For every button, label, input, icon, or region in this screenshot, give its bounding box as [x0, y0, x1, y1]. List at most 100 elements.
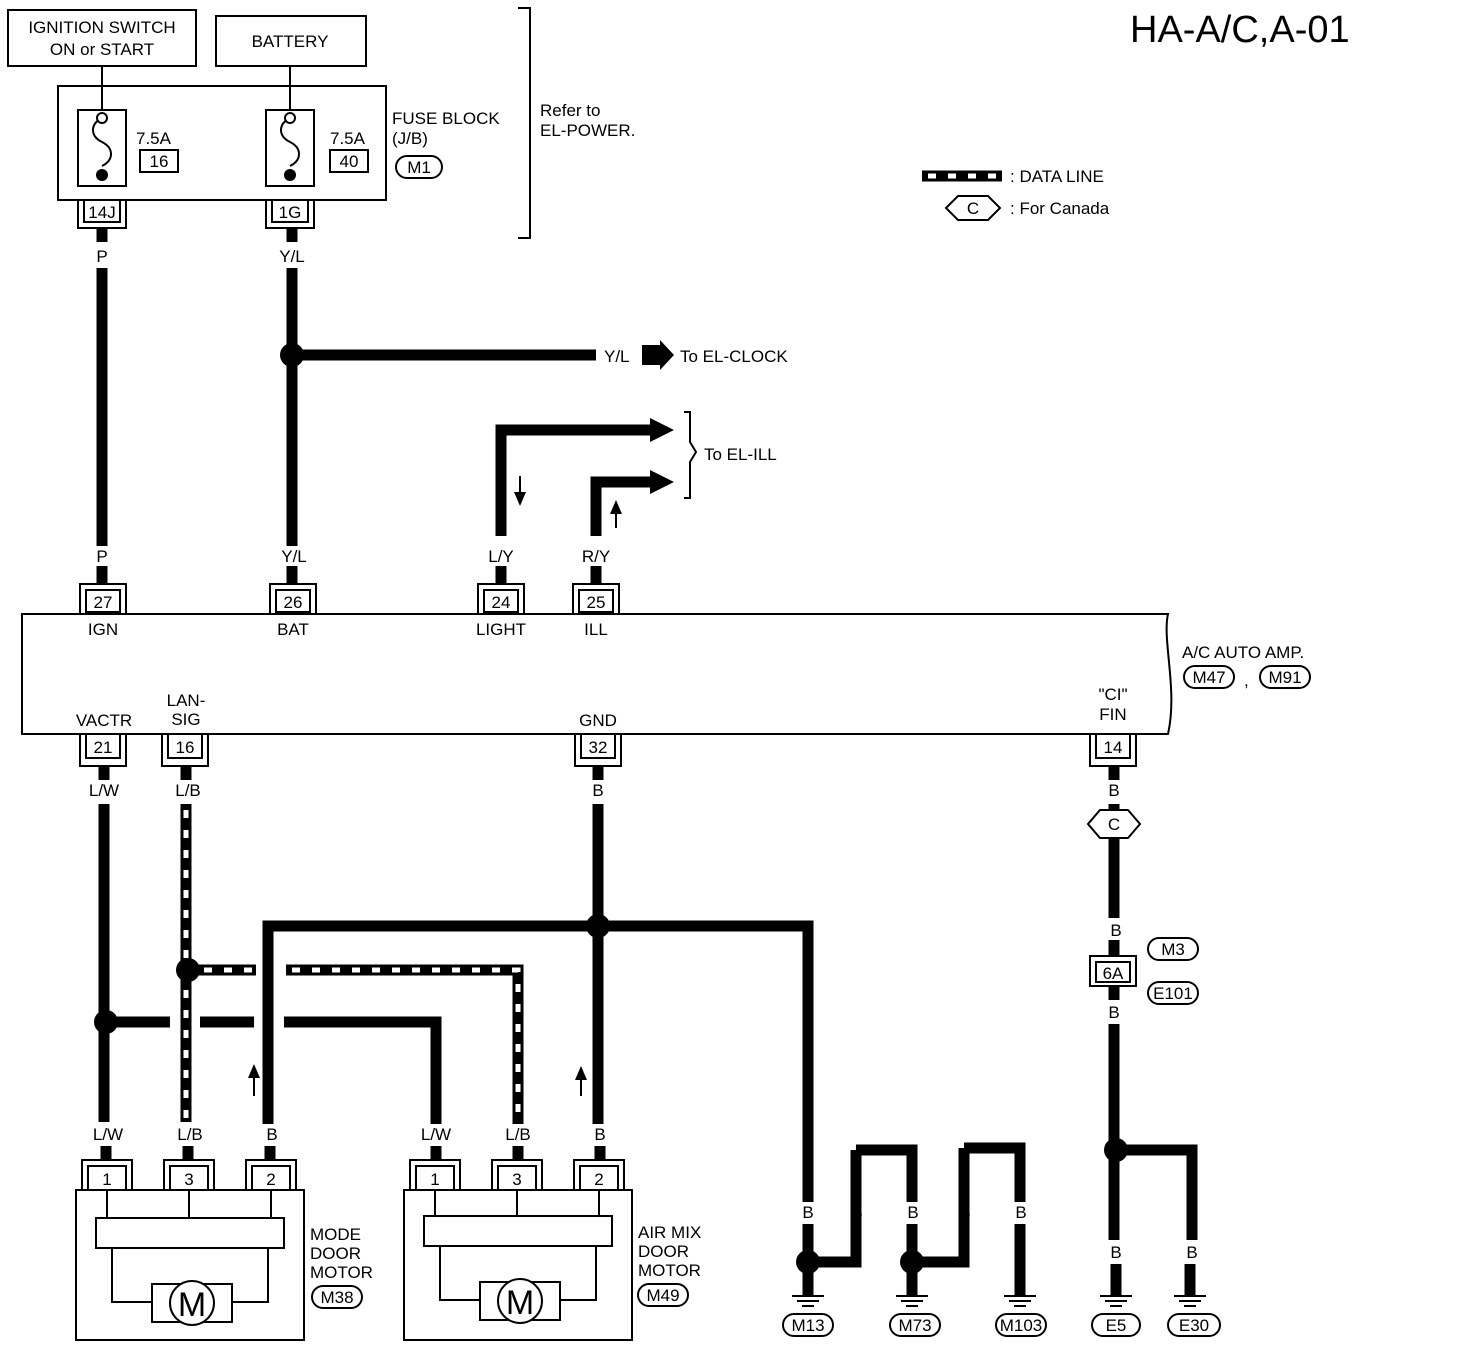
ground-e5: E5 — [1106, 1316, 1127, 1335]
ground-m103: M103 — [1000, 1316, 1043, 1335]
ignition-label-1: IGNITION SWITCH — [28, 18, 175, 37]
amp-conn-1: M47 — [1192, 668, 1225, 687]
fuse-right-num: 40 — [340, 152, 359, 171]
svg-text:VACTR: VACTR — [76, 711, 132, 730]
svg-text:B: B — [959, 1203, 970, 1222]
canada-connector-symbol: C — [1108, 815, 1120, 834]
ground-m13: M13 — [791, 1316, 824, 1335]
svg-text:LIGHT: LIGHT — [476, 620, 526, 639]
fuse-left-amp: 7.5A — [136, 129, 172, 148]
svg-text:Y/L: Y/L — [604, 347, 630, 366]
arrow-down-icon — [514, 492, 526, 506]
svg-text:IGN: IGN — [88, 620, 118, 639]
svg-text:B: B — [594, 1125, 605, 1144]
svg-text:FIN: FIN — [1099, 705, 1126, 724]
svg-text:SIG: SIG — [171, 710, 200, 729]
svg-text:Y/L: Y/L — [279, 247, 305, 266]
term-14j: 14J — [88, 203, 115, 222]
airmix-motor-connector: M49 — [646, 1286, 679, 1305]
refer-label-1: Refer to — [540, 101, 600, 120]
legend-canada: : For Canada — [1010, 199, 1110, 218]
ac-auto-amp — [21, 613, 1173, 735]
mode-motor-connector: M38 — [320, 1288, 353, 1307]
svg-text:B: B — [592, 781, 603, 800]
arrow-up-icon — [610, 500, 622, 514]
svg-text:B: B — [266, 1125, 277, 1144]
svg-text:DOOR: DOOR — [638, 1242, 689, 1261]
motor-symbol: M — [506, 1284, 534, 1322]
svg-text:AIR MIX: AIR MIX — [638, 1223, 701, 1242]
svg-text:B: B — [1110, 921, 1121, 940]
svg-text:14: 14 — [1104, 738, 1123, 757]
svg-text:L/B: L/B — [175, 781, 201, 800]
svg-text:LAN-: LAN- — [167, 691, 206, 710]
svg-text:DOOR: DOOR — [310, 1244, 361, 1263]
legend-canada-symbol: C — [967, 199, 979, 218]
svg-text:P: P — [96, 547, 107, 566]
svg-text:,: , — [1244, 671, 1249, 690]
arrow-right-icon — [650, 470, 674, 494]
motor-symbol: M — [178, 1286, 206, 1324]
arrow-right-icon — [650, 418, 674, 442]
ignition-switch-box — [7, 9, 197, 67]
svg-text:3: 3 — [184, 1170, 193, 1189]
svg-text:MOTOR: MOTOR — [310, 1263, 373, 1282]
ignition-label-2: ON or START — [50, 40, 154, 59]
svg-text:26: 26 — [284, 593, 303, 612]
svg-text:3: 3 — [512, 1170, 521, 1189]
svg-text:B: B — [851, 1203, 862, 1222]
svg-text:B: B — [802, 1203, 813, 1222]
svg-text:27: 27 — [94, 593, 113, 612]
svg-text:ILL: ILL — [584, 620, 608, 639]
svg-text:Y/L: Y/L — [281, 547, 307, 566]
arrow-up-icon — [575, 1066, 587, 1080]
fuse-block-connector: M1 — [407, 158, 431, 177]
arrow-up-icon — [248, 1064, 260, 1078]
svg-text:L/Y: L/Y — [488, 547, 514, 566]
battery-label: BATTERY — [252, 32, 329, 51]
svg-text:1: 1 — [102, 1170, 111, 1189]
canada-conn-bottom: E101 — [1153, 984, 1193, 1003]
ref-el-ill: To EL-ILL — [704, 445, 777, 464]
canada-conn-top: M3 — [1161, 940, 1185, 959]
fuse-right-icon — [280, 117, 300, 167]
fuse-right-amp: 7.5A — [330, 129, 366, 148]
fuse-block-label-1: FUSE BLOCK — [392, 109, 500, 128]
arrow-right-icon — [642, 340, 674, 370]
svg-text:L/W: L/W — [93, 1125, 123, 1144]
amp-top-pins: 27 IGN 26 BAT 24 LIGHT 25 ILL — [79, 583, 620, 639]
svg-text:B: B — [1110, 1243, 1121, 1262]
mode-door-motor: 1 3 2 M — [75, 1159, 305, 1341]
fuse-left-num: 16 — [150, 152, 169, 171]
svg-text:L/W: L/W — [421, 1125, 451, 1144]
svg-text:B: B — [1015, 1203, 1026, 1222]
svg-text:24: 24 — [492, 593, 511, 612]
amp-name: A/C AUTO AMP. — [1182, 643, 1304, 662]
svg-text:21: 21 — [94, 738, 113, 757]
svg-text:L/B: L/B — [505, 1125, 531, 1144]
svg-text:"CI": "CI" — [1098, 685, 1127, 704]
ref-el-clock: To EL-CLOCK — [680, 347, 788, 366]
svg-text:2: 2 — [266, 1170, 275, 1189]
svg-text:R/Y: R/Y — [582, 547, 610, 566]
svg-text:16: 16 — [176, 738, 195, 757]
air-mix-door-motor: 1 3 2 M — [403, 1159, 633, 1341]
svg-text:1: 1 — [430, 1170, 439, 1189]
fuse-left-icon — [92, 117, 112, 167]
svg-text:GND: GND — [579, 711, 617, 730]
svg-text:B: B — [1108, 781, 1119, 800]
svg-text:2: 2 — [594, 1170, 603, 1189]
svg-text:25: 25 — [587, 593, 606, 612]
term-1g: 1G — [279, 203, 302, 222]
ground-m73: M73 — [898, 1316, 931, 1335]
battery-box — [215, 15, 367, 67]
svg-text:P: P — [96, 247, 107, 266]
ground-icon — [792, 1295, 1206, 1307]
canada-pin: 6A — [1103, 964, 1124, 983]
ground-e30: E30 — [1179, 1316, 1209, 1335]
svg-text:B: B — [1108, 1003, 1119, 1022]
svg-text:BAT: BAT — [277, 620, 309, 639]
amp-conn-2: M91 — [1268, 668, 1301, 687]
refer-label-2: EL-POWER. — [540, 121, 635, 140]
